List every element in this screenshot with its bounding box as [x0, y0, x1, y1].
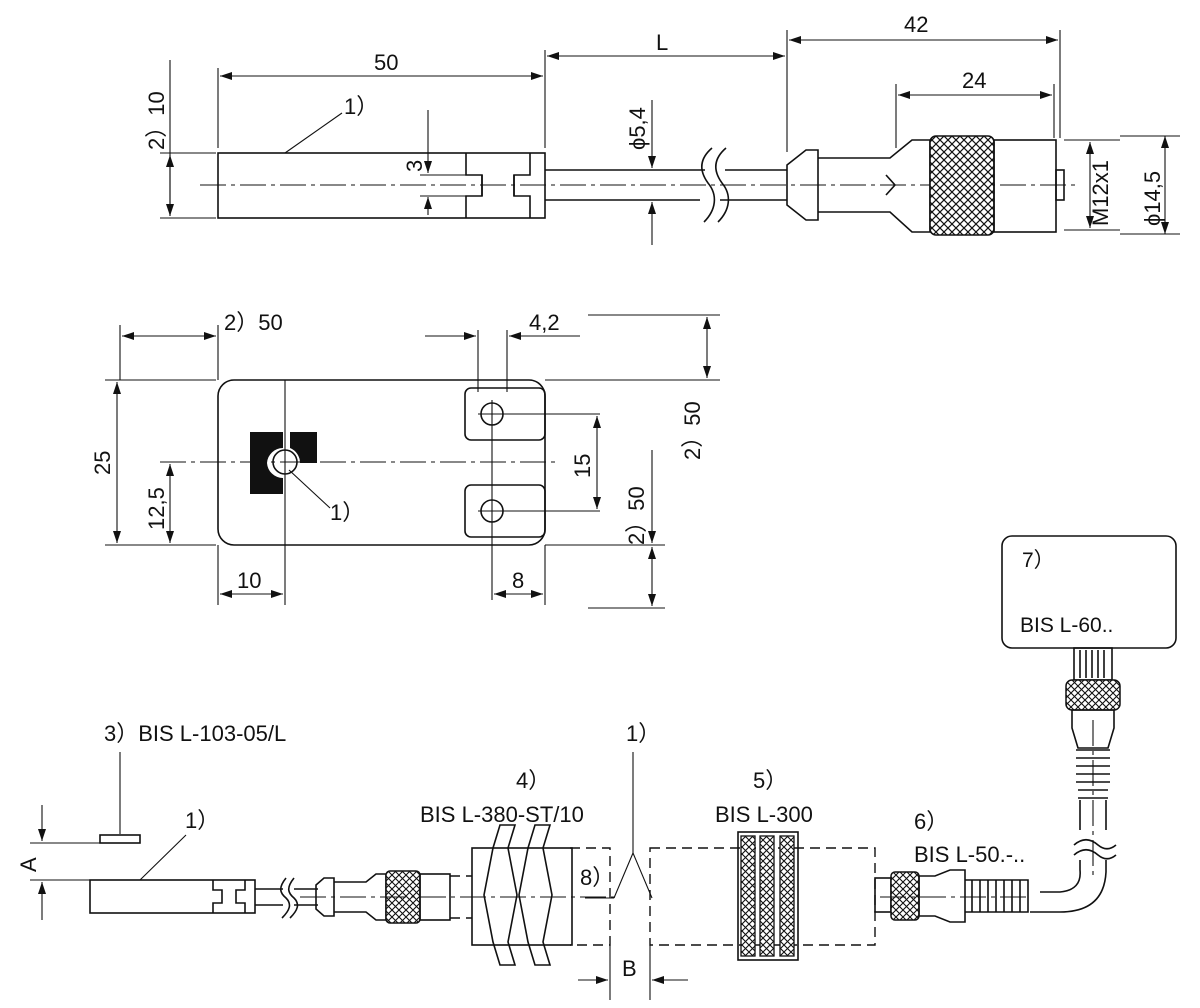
front-view: 2）50 4,2 2）50 25 12,5 15 1） 2）50 10 — [90, 310, 720, 609]
note-8-label: 8） — [580, 865, 614, 890]
dim-A: A — [16, 857, 41, 872]
dim-dia-5-4: ϕ5,4 — [625, 107, 650, 150]
top-view: 50 L 42 24 2）10 1） 3 ϕ5,4 — [144, 12, 1180, 245]
dim-50-lower: 2）50 — [624, 486, 649, 545]
note-6-text: BIS L-50.-.. — [914, 842, 1025, 867]
note-3-label: 3）BIS L-103-05/L — [104, 721, 286, 746]
assembly-view: 3）BIS L-103-05/L A 1） 4） BIS L-380-ST/10… — [16, 721, 1030, 1000]
dim-50-top: 50 — [374, 50, 398, 75]
note-4-number: 4） — [516, 768, 550, 793]
dim-B: B — [622, 956, 637, 981]
note-5-text: BIS L-300 — [715, 802, 813, 827]
dim-10-bottom: 10 — [237, 568, 261, 593]
note-1-mid: 1） — [330, 500, 364, 525]
dim-8: 8 — [512, 568, 524, 593]
dim-25: 25 — [90, 451, 115, 475]
dim-42: 42 — [904, 12, 928, 37]
reader-box: 7） BIS L-60.. — [1001, 535, 1177, 913]
note-1-top: 1） — [344, 94, 378, 119]
dim-m12x1: M12x1 — [1088, 160, 1113, 226]
note-5-number: 5） — [753, 768, 787, 793]
dim-24: 24 — [962, 68, 986, 93]
note-1-left: 1） — [185, 808, 219, 833]
dim-10-side: 2）10 — [144, 91, 169, 150]
note-1-center: 1） — [626, 721, 660, 746]
note-7-text: BIS L-60.. — [1020, 614, 1113, 637]
dim-dia-14-5: ϕ14,5 — [1140, 171, 1165, 226]
knurled-nut-top — [929, 135, 995, 236]
dim-15: 15 — [570, 454, 595, 478]
dim-50-right: 2）50 — [680, 401, 705, 460]
dim-12-5: 12,5 — [144, 487, 169, 530]
dim-3: 3 — [402, 160, 427, 172]
dim-50-mid: 2）50 — [224, 310, 283, 335]
note-4-text: BIS L-380-ST/10 — [420, 802, 584, 827]
note-7-number: 7） — [1022, 549, 1055, 572]
dim-L: L — [656, 30, 668, 55]
note-6-number: 6） — [914, 809, 948, 834]
dim-4-2: 4,2 — [529, 310, 560, 335]
